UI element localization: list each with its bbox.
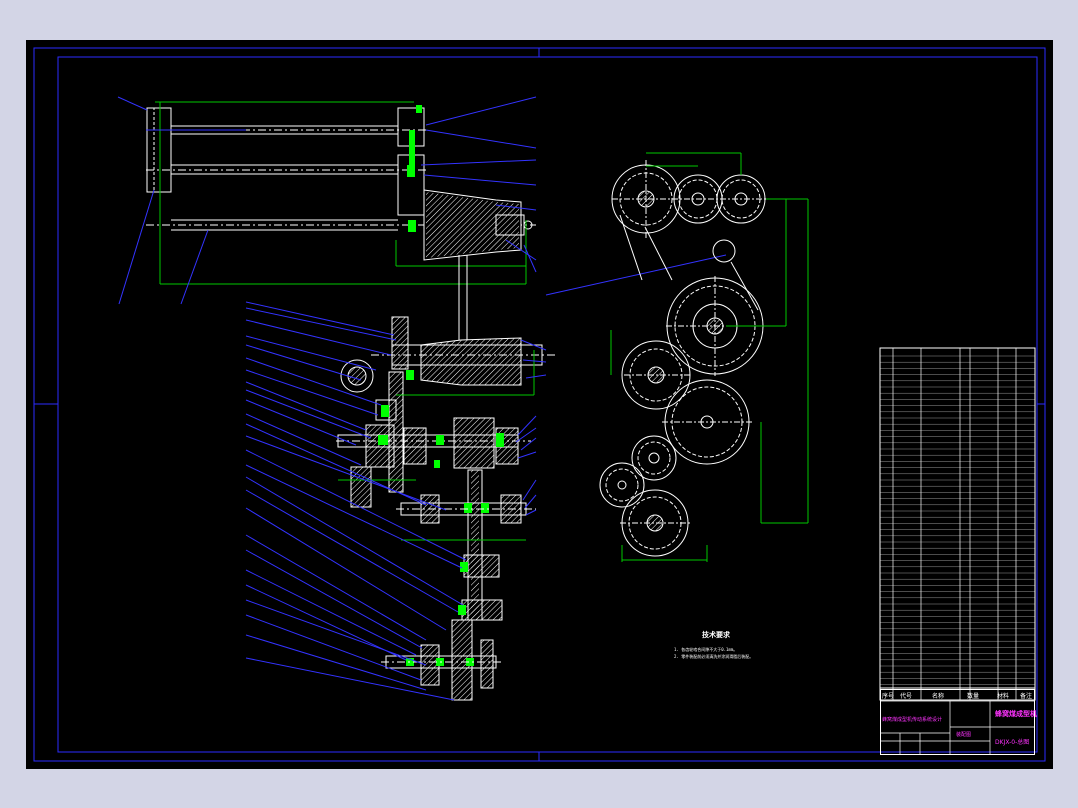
technical-requirement-line-2: 2. 零件装配前必须清洗并涂润滑脂后装配。	[674, 654, 754, 659]
title-col-name: 名称	[932, 693, 945, 700]
technical-requirements: 技术要求 1. 各齿轮啮合间隙不大于0.1mm。 2. 零件装配前必须清洗并涂润…	[674, 630, 824, 660]
title-block: 序号 代号 名称 数量 材料 备注 蜂窝煤成型机传动系统设计 蜂窝煤成型机 DK…	[880, 689, 1037, 755]
scale-label: 装配图	[956, 732, 972, 738]
drawing-title: 蜂窝煤成型机	[995, 710, 1037, 718]
cad-drawing	[33, 47, 1046, 762]
title-left-label: 蜂窝煤成型机传动系统设计	[882, 717, 943, 723]
title-col-code: 代号	[900, 693, 913, 700]
technical-requirements-title: 技术要求	[702, 631, 730, 639]
drawing-number: DKJX-0-总图	[995, 739, 1030, 746]
parts-list-table	[879, 347, 1036, 701]
drawing-sheet: 技术要求 1. 各齿轮啮合间隙不大于0.1mm。 2. 零件装配前必须清洗并涂润…	[26, 40, 1053, 769]
inner-frame	[57, 56, 1038, 753]
gearbox-section-view	[245, 254, 727, 701]
title-block-grid	[880, 689, 1035, 755]
title-col-remark: 备注	[1020, 693, 1033, 700]
roller-assembly-view	[117, 96, 537, 340]
title-col-material: 材料	[997, 693, 1010, 700]
technical-requirement-line-1: 1. 各齿轮啮合间隙不大于0.1mm。	[674, 647, 738, 652]
title-col-no: 序号	[882, 693, 895, 700]
title-col-qty: 数量	[967, 693, 980, 700]
gear-train-layout	[599, 152, 809, 562]
